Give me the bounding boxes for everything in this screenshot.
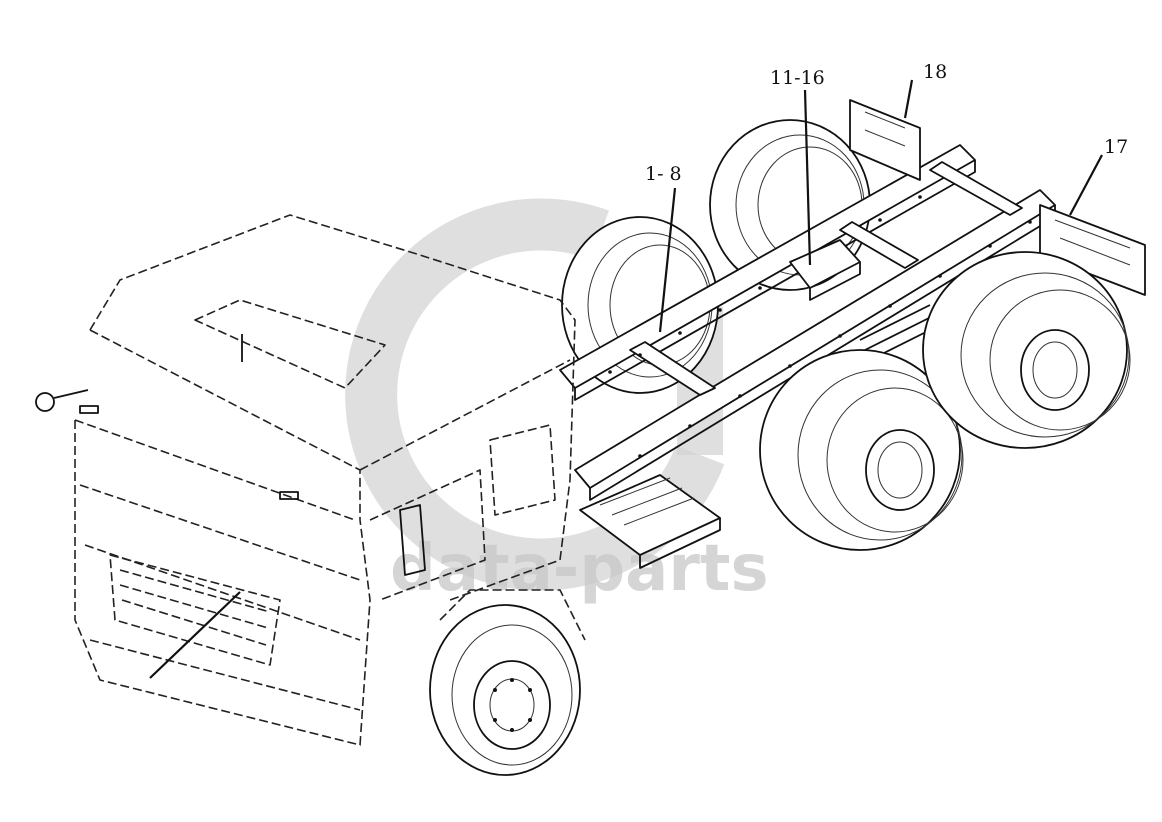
callout-18: 18	[923, 61, 947, 83]
leader-1-8	[658, 187, 677, 333]
leader-lines	[149, 79, 1103, 679]
leader-17	[1069, 154, 1103, 216]
watermark-text: data-parts	[390, 532, 769, 606]
rear-bracket-17	[1039, 204, 1146, 296]
rear-wheels-near	[759, 251, 1131, 551]
callout-17: 17	[1104, 136, 1128, 158]
cab-outline	[35, 214, 576, 746]
callout-1-8: 1- 8	[645, 163, 682, 185]
leader-18	[903, 79, 914, 119]
leader-11-16	[803, 89, 812, 266]
front-wheel	[429, 589, 586, 776]
leader-front	[149, 591, 241, 679]
rear-bracket-18	[849, 99, 921, 181]
callout-11-16: 11-16	[770, 67, 825, 89]
battery-box	[579, 474, 721, 569]
